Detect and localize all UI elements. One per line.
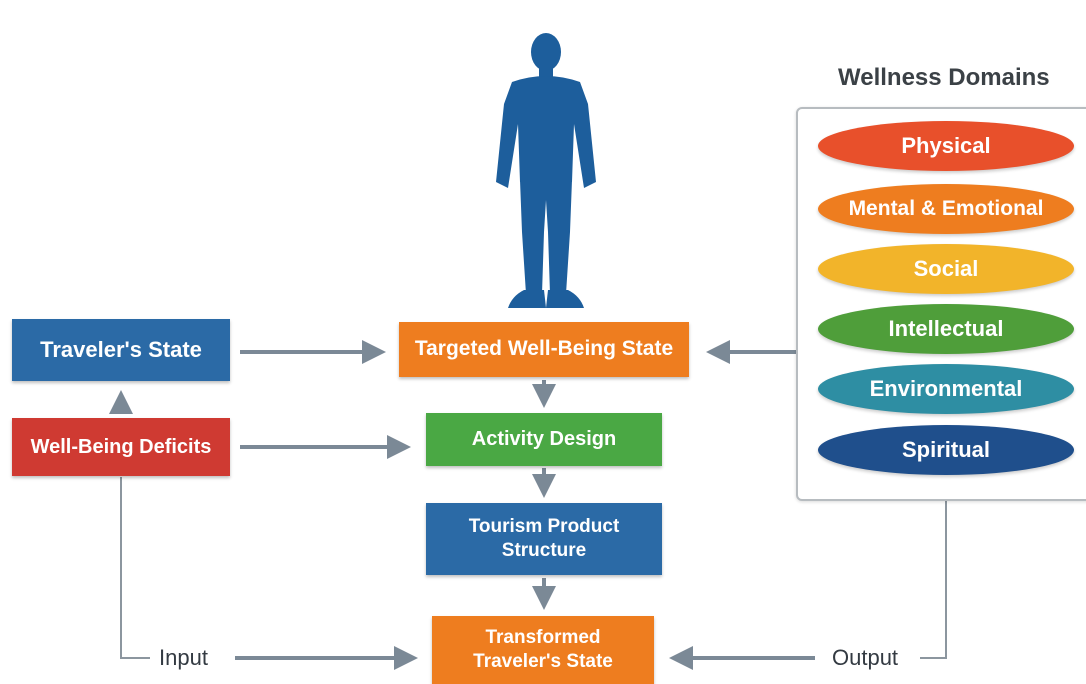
person-silhouette-icon [496,33,596,308]
domain-physical-label: Physical [901,133,991,158]
domain-environmental-label: Environmental [869,376,1023,401]
activity-design-label: Activity Design [471,428,617,450]
output-feedback-line [920,500,947,659]
well-being-deficits-label: Well-Being Deficits [30,435,212,458]
travelers-state-box: Traveler's State [12,319,230,381]
targeted-well-being-state-label: Targeted Well-Being State [414,337,674,361]
domain-mental-emotional: Mental & Emotional [818,184,1074,234]
domain-spiritual-label: Spiritual [901,437,990,462]
travelers-state-label: Traveler's State [40,337,202,363]
wellness-domains-title: Wellness Domains [838,64,1050,91]
domain-intellectual-label: Intellectual [888,316,1004,341]
tourism-product-structure-box: Tourism Product Structure [426,503,662,575]
transformed-line2: Traveler's State [473,651,613,672]
input-feedback-line [120,477,150,659]
domain-environmental: Environmental [818,364,1074,414]
output-label: Output [826,645,905,671]
tourism-product-line2: Structure [501,540,587,561]
activity-design-box: Activity Design [426,413,662,466]
domain-mental-emotional-label: Mental & Emotional [848,197,1044,220]
transformed-travelers-state-box: Transformed Traveler's State [432,616,654,684]
transformed-line1: Transformed [485,627,601,649]
domain-intellectual: Intellectual [818,304,1074,354]
input-label: Input [153,645,214,671]
well-being-deficits-box: Well-Being Deficits [12,418,230,476]
domain-social-label: Social [913,256,979,281]
targeted-well-being-state-box: Targeted Well-Being State [399,322,689,377]
domain-social: Social [818,244,1074,294]
domain-spiritual: Spiritual [818,425,1074,475]
tourism-product-line1: Tourism Product [468,516,620,538]
domain-physical: Physical [818,121,1074,171]
